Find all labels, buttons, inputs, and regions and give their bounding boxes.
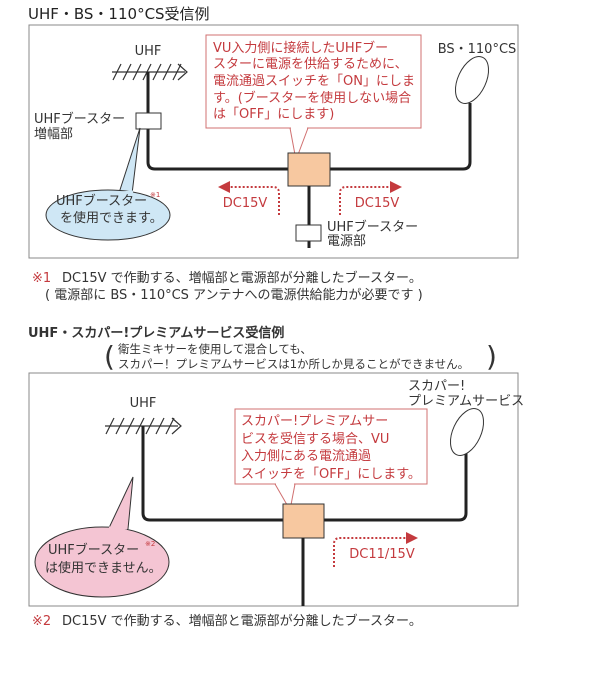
amp-label-2: 増幅部 [34, 127, 73, 142]
power-label-2: 電源部 [327, 234, 366, 249]
note-line1: 衛生ミキサーを使用して混合しても、 [118, 342, 312, 356]
callout-line: VU入力側に接続したUHFブー [213, 40, 388, 56]
booster-amp-box [135, 112, 162, 130]
callout-line: 電流通過スイッチを「ON」にしま [213, 74, 415, 89]
bubble-mark: ※1 [150, 191, 160, 199]
uhf-label: UHF [135, 44, 162, 59]
note-paren-close: ) [486, 340, 497, 373]
dc-left-label: DC15V [223, 196, 268, 211]
bs-dish-icon [454, 56, 490, 104]
note-paren-open: ( [104, 340, 115, 373]
bubble-text: を使用できます。 [60, 210, 163, 226]
footnote1-line2: ( 電源部に BS・110°CS アンテナへの電源供給能力が必要です ) [45, 288, 423, 303]
callout-switch-off: スカパー!プレミアムサー ビスを受信する場合、VU 入力側にある電流通過 スイッ… [234, 408, 428, 512]
dc-right-label: DC11/15V [349, 547, 415, 562]
bubble-cannot-use: UHFブースター ※2 は使用できません。 [34, 476, 170, 598]
callout-line: は「OFF」にします) [213, 107, 334, 122]
skyperfect-dish-icon [449, 408, 485, 456]
power-label-1: UHFブースター [327, 219, 418, 235]
callout-line: スイッチを「OFF」にします。 [241, 467, 421, 482]
dc-right-label: DC15V [355, 196, 400, 211]
bubble-can-use: UHFブースター ※1 を使用できます。 [45, 127, 171, 241]
callout-line: ビスを受信する場合、VU [241, 432, 389, 447]
callout-switch-on: VU入力側に接続したUHFブー スターに電源を供給するために、 電流通過スイッチ… [205, 34, 422, 162]
footnote1-line1: DC15V で作動する、増幅部と電源部が分離したブースター。 [62, 270, 422, 286]
footnote2-mark: ※2 [32, 614, 51, 629]
dish-label-2: プレミアムサービス [408, 394, 524, 409]
callout-line: スカパー!プレミアムサー [241, 414, 388, 429]
bubble-mark: ※2 [145, 540, 155, 548]
callout-line: 入力側にある電流通過 [241, 449, 371, 464]
bubble-text: UHFブースター [56, 193, 147, 209]
callout-line: す。(ブースターを使用しない場合 [213, 90, 411, 106]
booster-power-box [295, 224, 322, 242]
vu-mixer-box [287, 152, 331, 187]
footnote2-line1: DC15V で作動する、増幅部と電源部が分離したブースター。 [62, 613, 422, 629]
footnote1-mark: ※1 [32, 271, 51, 286]
bs-label: BS・110°CS [438, 42, 517, 57]
section2-title: UHF・スカパー!プレミアムサービス受信例 [28, 325, 284, 341]
section1-title: UHF・BS・110°CS受信例 [28, 5, 210, 23]
dc-arrow-right [333, 532, 418, 567]
callout-line: スターに電源を供給するために、 [213, 57, 408, 72]
section-uhf-bs: UHF・BS・110°CS受信例 UHF UHFブースター 増幅部 BS・110… [28, 5, 519, 303]
bubble-text: UHFブースター [48, 542, 139, 558]
section-uhf-skyperfect: UHF・スカパー!プレミアムサービス受信例 ( ) 衛生ミキサーを使用して混合し… [28, 325, 524, 629]
vu-mixer-box [282, 503, 325, 539]
uhf-label: UHF [130, 396, 157, 411]
note-line2: スカパー！プレミアムサービスは1か所しか見ることができません。 [118, 357, 469, 371]
bubble-text: は使用できません。 [45, 560, 162, 576]
amp-label-1: UHFブースター [34, 111, 125, 127]
dish-label-1: スカパー! [408, 379, 465, 394]
